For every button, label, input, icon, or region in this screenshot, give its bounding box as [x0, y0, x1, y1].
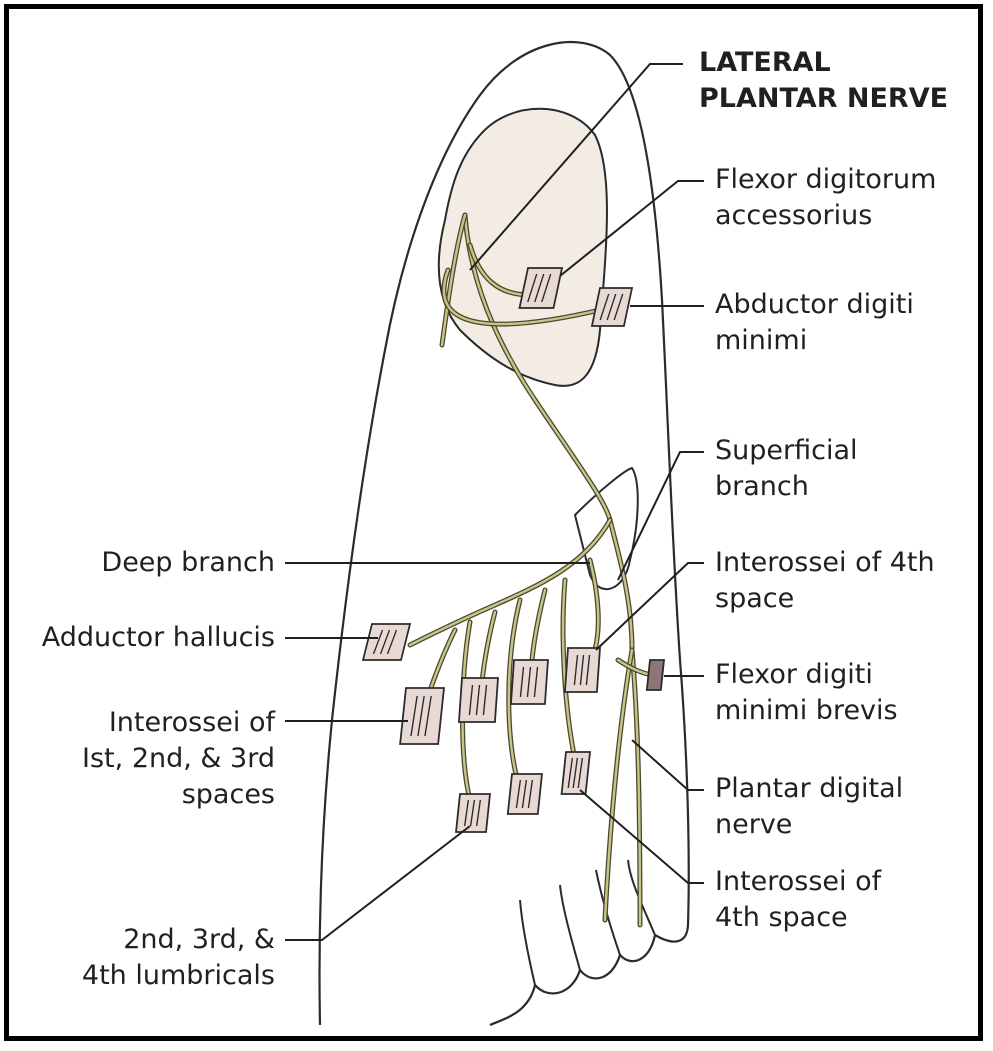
label-lumbricals: 2nd, 3rd, & 4th lumbricals — [40, 922, 275, 994]
label-deep-branch: Deep branch — [40, 545, 275, 581]
marker-flexor-digitorum-accessorius — [519, 268, 562, 308]
label-lateral-plantar-nerve: LATERAL PLANTAR NERVE — [699, 45, 948, 117]
label-flexor-digitorum-accessorius: Flexor digitorum accessorius — [715, 162, 936, 234]
toe-line — [560, 885, 580, 970]
marker-interossei-3rd — [511, 660, 548, 704]
label-abductor-digiti-minimi: Abductor digiti minimi — [715, 287, 914, 359]
leader-superficial-branch — [618, 452, 704, 580]
marker-adductor-hallucis — [363, 624, 410, 660]
leader-lumbricals — [285, 826, 470, 940]
label-interossei-4th-upper: Interossei of 4th space — [715, 545, 935, 617]
marker-interossei-4th-upper — [565, 648, 600, 692]
marker-interossei-4th-lower — [562, 752, 590, 794]
label-interossei-1st-2nd-3rd: Interossei of Ist, 2nd, & 3rd spaces — [40, 705, 275, 813]
marker-interossei-2nd — [459, 678, 498, 722]
label-plantar-digital-nerve: Plantar digital nerve — [715, 771, 903, 843]
toe-line — [520, 900, 535, 985]
plantar-digital-nerve-medial — [605, 650, 632, 920]
superficial-branch-nerve — [610, 520, 632, 650]
marker-lumbrical-2nd — [456, 794, 490, 832]
label-interossei-4th-lower: Interossei of 4th space — [715, 864, 881, 936]
marker-abductor-digiti-minimi — [592, 288, 632, 326]
label-adductor-hallucis: Adductor hallucis — [10, 620, 275, 656]
marker-interossei-1st — [400, 688, 444, 744]
label-flexor-digiti-minimi-brevis: Flexor digiti minimi brevis — [715, 657, 898, 729]
calcaneus-bone — [439, 109, 607, 386]
marker-lumbrical-3rd — [508, 774, 542, 814]
marker-flexor-digiti-minimi-brevis — [647, 660, 664, 690]
leader-plantar-digital-nerve — [632, 740, 704, 790]
leader-interossei-4th-upper — [596, 563, 704, 650]
label-superficial-branch: Superficial branch — [715, 433, 858, 505]
